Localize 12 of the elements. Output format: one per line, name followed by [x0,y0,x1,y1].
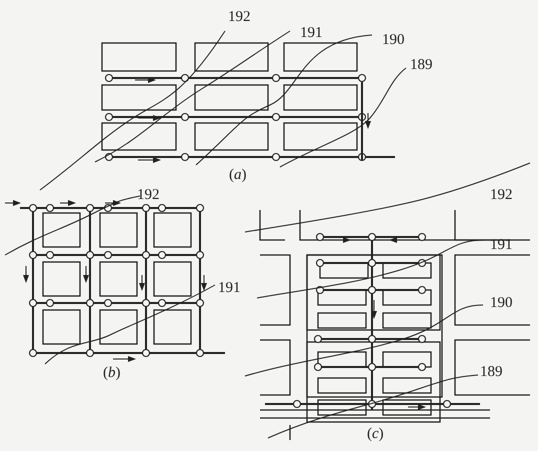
contour-elevation-label: 190 [382,33,404,48]
panel-label: (a) [229,168,246,183]
contour-elevation-label: 192 [228,10,250,25]
contour-elevation-label: 192 [137,188,160,203]
contour-elevation-label: 189 [410,58,432,73]
panel-label: (c) [367,427,384,442]
contour-elevation-label: 190 [490,296,512,311]
contour-elevation-label: 191 [300,26,322,41]
contour-elevation-label: 191 [218,281,240,296]
contour-elevation-label: 192 [490,188,512,203]
panel-label: (b) [103,366,120,381]
contour-elevation-label: 189 [480,365,502,380]
